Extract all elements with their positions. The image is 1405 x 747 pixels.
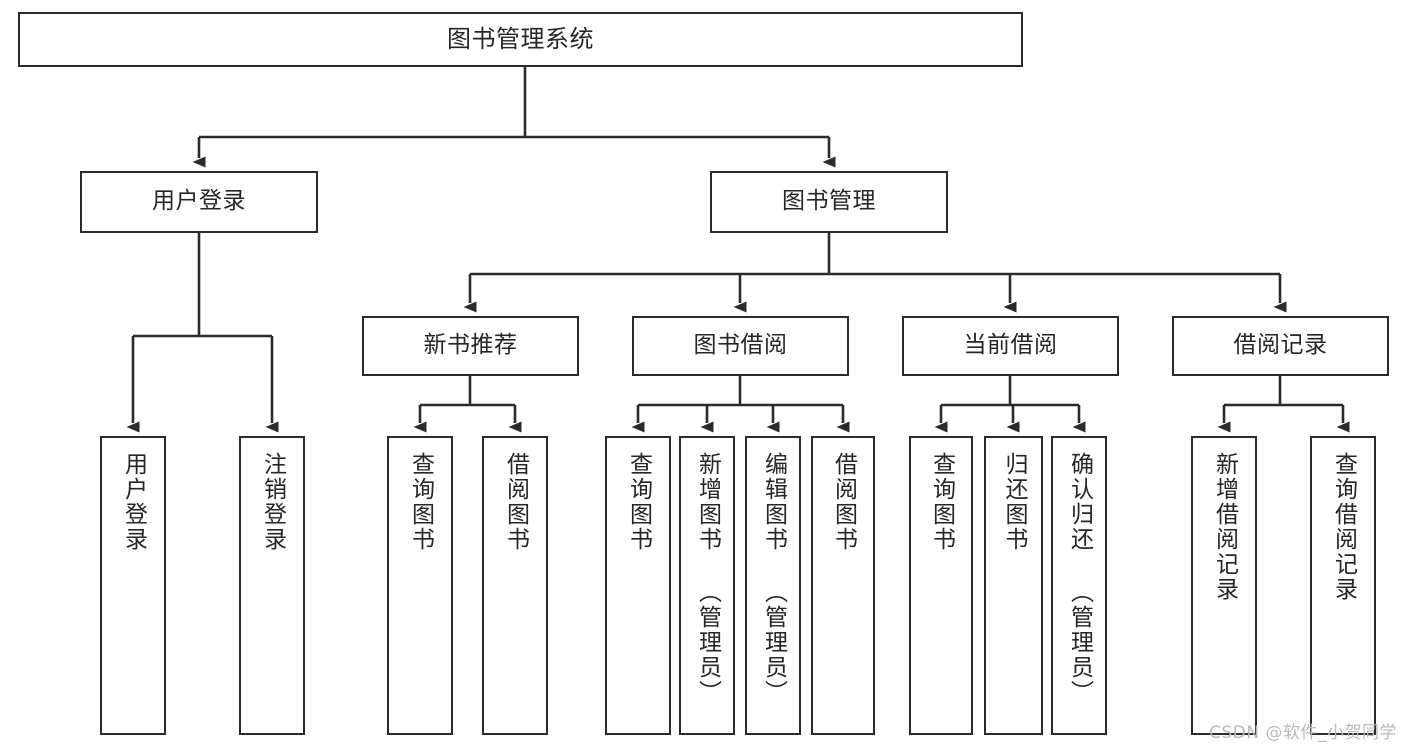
node-root-system-label: 图书管理系统	[447, 25, 594, 54]
node-book-manage-label: 图书管理	[782, 188, 876, 215]
node-book-manage[interactable]: 图书管理	[710, 171, 948, 233]
node-leaf-return-book-label: 归还图书	[1001, 452, 1027, 552]
node-book-borrow[interactable]: 图书借阅	[632, 316, 849, 376]
node-current-borrow[interactable]: 当前借阅	[902, 316, 1119, 376]
node-leaf-return-book[interactable]: 归还图书	[984, 436, 1043, 735]
node-leaf-borrow-book-2[interactable]: 借阅图书	[811, 436, 875, 735]
node-borrow-record[interactable]: 借阅记录	[1172, 316, 1389, 376]
node-user-login-label: 用户登录	[152, 188, 246, 215]
node-leaf-logout-label: 注销登录	[259, 452, 286, 552]
watermark-credit: CSDN @软件_小贺同学	[1209, 723, 1397, 743]
node-root-system[interactable]: 图书管理系统	[18, 12, 1023, 67]
node-leaf-confirm-return[interactable]: 确认归还 （管理员）	[1051, 436, 1107, 735]
node-new-book-rec[interactable]: 新书推荐	[362, 316, 579, 376]
node-borrow-record-label: 借阅记录	[1233, 332, 1328, 359]
node-leaf-borrow-book-1[interactable]: 借阅图书	[482, 436, 548, 735]
node-new-book-rec-label: 新书推荐	[423, 332, 518, 359]
node-user-login[interactable]: 用户登录	[80, 171, 318, 233]
node-leaf-borrow-book-2-label: 借阅图书	[830, 452, 857, 552]
node-leaf-query-book-3[interactable]: 查询图书	[909, 436, 973, 735]
node-leaf-logout[interactable]: 注销登录	[239, 436, 305, 735]
node-leaf-add-book-label: 新增图书 （管理员）	[694, 452, 721, 705]
node-leaf-query-record[interactable]: 查询借阅记录	[1310, 436, 1376, 735]
node-leaf-borrow-book-1-label: 借阅图书	[502, 452, 529, 552]
node-leaf-add-book[interactable]: 新增图书 （管理员）	[679, 436, 735, 735]
node-leaf-add-record[interactable]: 新增借阅记录	[1191, 436, 1257, 735]
node-book-borrow-label: 图书借阅	[693, 332, 788, 359]
node-leaf-edit-book-label: 编辑图书 （管理员）	[760, 452, 787, 705]
node-current-borrow-label: 当前借阅	[963, 332, 1058, 359]
node-leaf-user-login-label: 用户登录	[120, 452, 147, 552]
node-leaf-edit-book[interactable]: 编辑图书 （管理员）	[745, 436, 801, 735]
node-leaf-add-record-label: 新增借阅记录	[1211, 452, 1238, 602]
node-leaf-confirm-return-label: 确认归还 （管理员）	[1066, 452, 1093, 705]
node-leaf-user-login[interactable]: 用户登录	[100, 436, 166, 735]
node-leaf-query-book-2[interactable]: 查询图书	[605, 436, 671, 735]
node-leaf-query-book-1-label: 查询图书	[407, 452, 434, 552]
node-leaf-query-book-2-label: 查询图书	[625, 452, 652, 552]
node-leaf-query-record-label: 查询借阅记录	[1330, 452, 1357, 602]
node-leaf-query-book-3-label: 查询图书	[928, 452, 955, 552]
node-leaf-query-book-1[interactable]: 查询图书	[387, 436, 453, 735]
